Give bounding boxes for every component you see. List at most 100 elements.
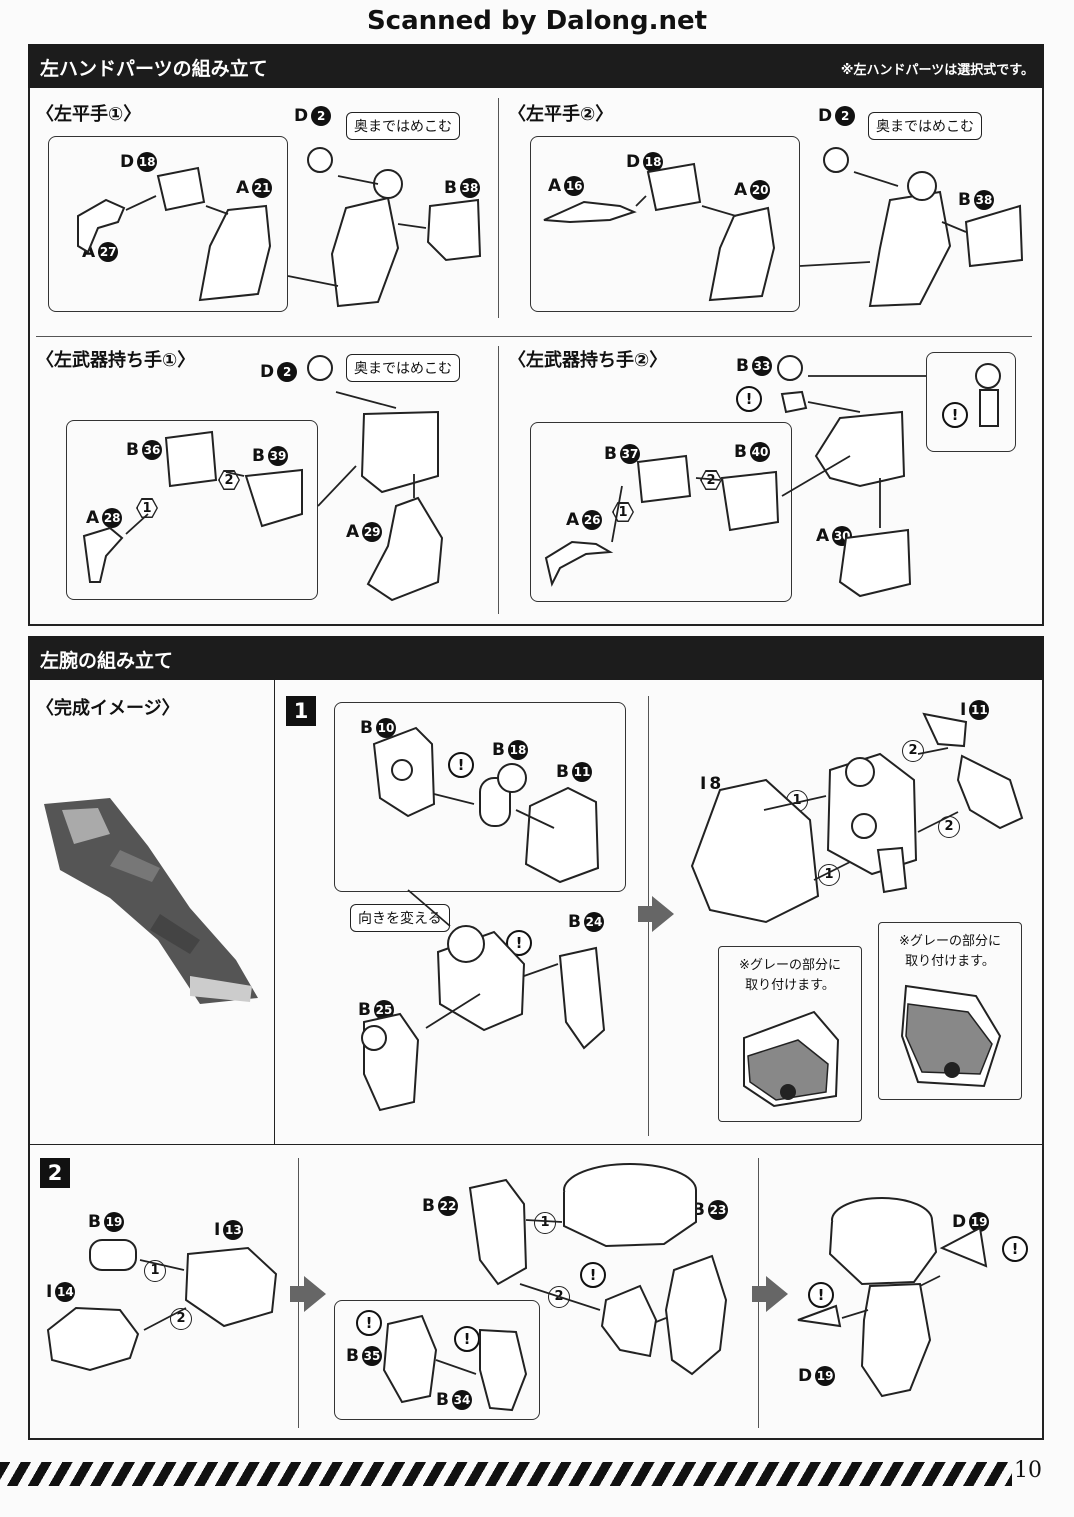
step2-middle-drawing [382, 1163, 728, 1412]
detail-peg [979, 389, 999, 427]
caution-icon: ! [580, 1262, 606, 1288]
part-b24 [558, 946, 606, 1050]
detail-box [878, 922, 1022, 1100]
peg-part [780, 390, 808, 414]
weapon-grip-part [366, 496, 444, 602]
gray-detail-drawings [743, 984, 1002, 1108]
finger-part [77, 198, 126, 254]
part-i13 [184, 1246, 278, 1328]
caution-icon: ! [808, 1282, 834, 1308]
palm-joint-part [156, 166, 206, 212]
order-marker-1: 1 [534, 1212, 556, 1234]
panel-title-hand-2: 〈左平手②〉 [508, 104, 614, 125]
assembled-hand [360, 410, 439, 494]
ball-joint [307, 147, 333, 173]
elbow-part [600, 1284, 658, 1358]
arm-section-header: 左腕の組み立て [28, 636, 1044, 680]
weapon-hand-1-drawing [82, 355, 444, 602]
subassembly-box [530, 422, 792, 602]
arm-section-title: 左腕の組み立て [40, 650, 174, 672]
arm-section-frame [28, 680, 1044, 1440]
order-marker-2: 2 [902, 740, 924, 762]
hand-section-note: ※左ハンドパーツは選択式です。 [840, 63, 1034, 78]
part-d19-upper [939, 1226, 988, 1268]
subassembly-box [48, 136, 288, 312]
cover-part [964, 204, 1024, 268]
hand-2-drawing [543, 147, 1024, 308]
flow-arrow-icon [766, 1276, 788, 1312]
callout-change-orientation: 向きを変える [350, 904, 450, 932]
panel-title-weapon-hand-1: 〈左武器持ち手①〉 [36, 350, 196, 371]
part-b34 [479, 1328, 528, 1412]
hand-section-title: 左ハンドパーツの組み立て [40, 58, 268, 80]
ball-joint [823, 147, 849, 173]
ball-joint [777, 355, 803, 381]
order-marker-2: 2 [218, 470, 240, 490]
order-marker-1: 1 [136, 498, 158, 518]
step-number-1: 1 [286, 696, 316, 726]
grip-part [82, 526, 124, 583]
note-attach-gray: ※グレーの部分に取り付けます。 [899, 934, 1001, 969]
hand-section-header: 左ハンドパーツの組み立て ※左ハンドパーツは選択式です。 [28, 44, 1044, 88]
cover-part [426, 198, 482, 262]
step-number-2: 2 [40, 1158, 70, 1188]
panel-title-weapon-hand-2: 〈左武器持ち手②〉 [508, 350, 668, 371]
assembled-hand [868, 190, 952, 308]
step2-left-drawing [46, 1239, 278, 1372]
caution-icon: ! [942, 402, 968, 428]
part-b22 [468, 1178, 528, 1286]
subassembly-box [66, 420, 318, 600]
divider [274, 680, 275, 1145]
callout-insert-fully: 奥まではめこむ [346, 112, 460, 140]
thumb-part [543, 200, 637, 224]
grip-part [544, 540, 614, 587]
arm-body [860, 1282, 932, 1398]
ball-joint [307, 355, 333, 381]
caution-icon: ! [736, 386, 762, 412]
step1-right-drawing [690, 712, 1024, 924]
divider [28, 1144, 1044, 1145]
note-attach-gray: ※グレーの部分に取り付けます。 [739, 958, 841, 993]
callout-insert-fully: 奥まではめこむ [346, 354, 460, 382]
flow-arrow-stem [638, 906, 652, 922]
part-b11 [524, 786, 600, 884]
part-i11-top [922, 712, 968, 748]
flow-arrow-stem [752, 1286, 766, 1302]
caution-icon: ! [356, 1310, 382, 1336]
callout-insert-fully: 奥まではめこむ [868, 112, 982, 140]
cover-part [720, 470, 780, 532]
detail-box [926, 352, 1016, 452]
part-b23 [664, 1254, 728, 1376]
caution-icon: ! [1002, 1236, 1028, 1262]
joint-part [164, 430, 218, 488]
hand-1-drawing [77, 147, 482, 308]
joint-part [636, 454, 692, 504]
part-d19-lower [797, 1304, 842, 1328]
part-i11 [956, 754, 1024, 830]
divider [498, 98, 499, 318]
step2-right-drawing [797, 1197, 988, 1398]
